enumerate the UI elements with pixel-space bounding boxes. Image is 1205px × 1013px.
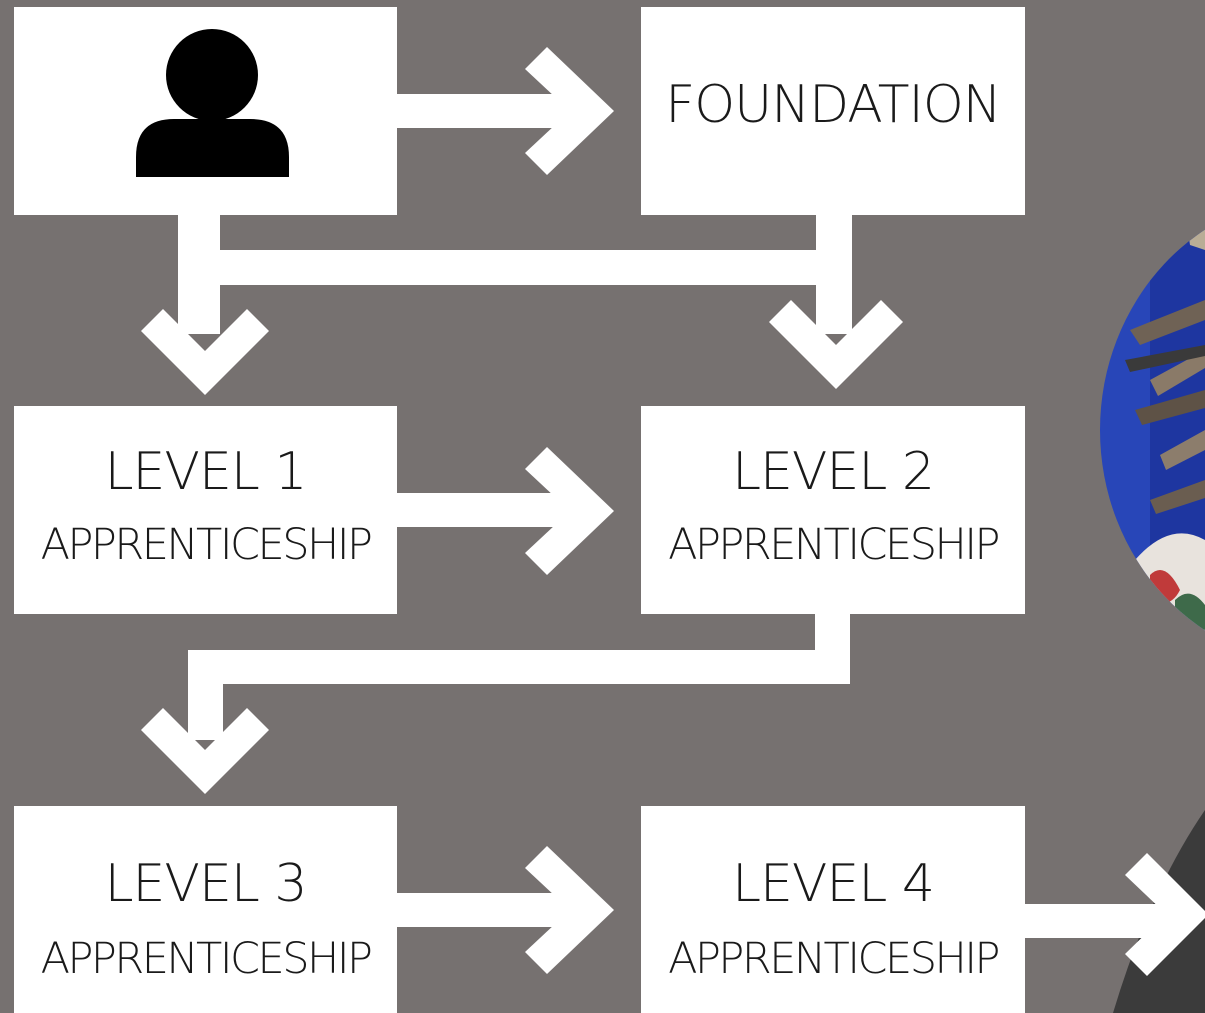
node-level1: LEVEL 1 APPRENTICESHIP xyxy=(14,406,397,614)
node-level2: LEVEL 2 APPRENTICESHIP xyxy=(641,406,1025,614)
arrow-foundation-to-level2 xyxy=(769,214,903,389)
arrow-level1-to-level2 xyxy=(396,447,614,575)
arrow-start-to-level1 xyxy=(141,214,269,395)
arrow-level3-to-level4 xyxy=(396,846,614,974)
arrow-level2-to-level3 xyxy=(141,612,850,794)
arrow-start-to-foundation xyxy=(396,47,614,175)
node-level3-subtitle: APPRENTICESHIP xyxy=(40,934,373,984)
arrow-level4-out xyxy=(1022,853,1205,976)
node-foundation: FOUNDATION xyxy=(641,7,1025,215)
node-level4: LEVEL 4 APPRENTICESHIP xyxy=(641,806,1025,1013)
connector-start-to-level2 xyxy=(200,250,850,330)
node-level2-title: LEVEL 2 xyxy=(732,442,935,502)
node-level2-subtitle: APPRENTICESHIP xyxy=(668,520,1000,570)
node-foundation-title: FOUNDATION xyxy=(665,75,1001,135)
node-level1-title: LEVEL 1 xyxy=(104,442,308,502)
node-start xyxy=(14,7,397,215)
node-level3: LEVEL 3 APPRENTICESHIP xyxy=(14,806,397,1013)
node-level3-title: LEVEL 3 xyxy=(104,854,308,914)
person-icon xyxy=(136,29,289,177)
node-level4-subtitle: APPRENTICESHIP xyxy=(668,934,1000,984)
node-level4-title: LEVEL 4 xyxy=(732,854,935,914)
node-level1-subtitle: APPRENTICESHIP xyxy=(40,520,373,570)
